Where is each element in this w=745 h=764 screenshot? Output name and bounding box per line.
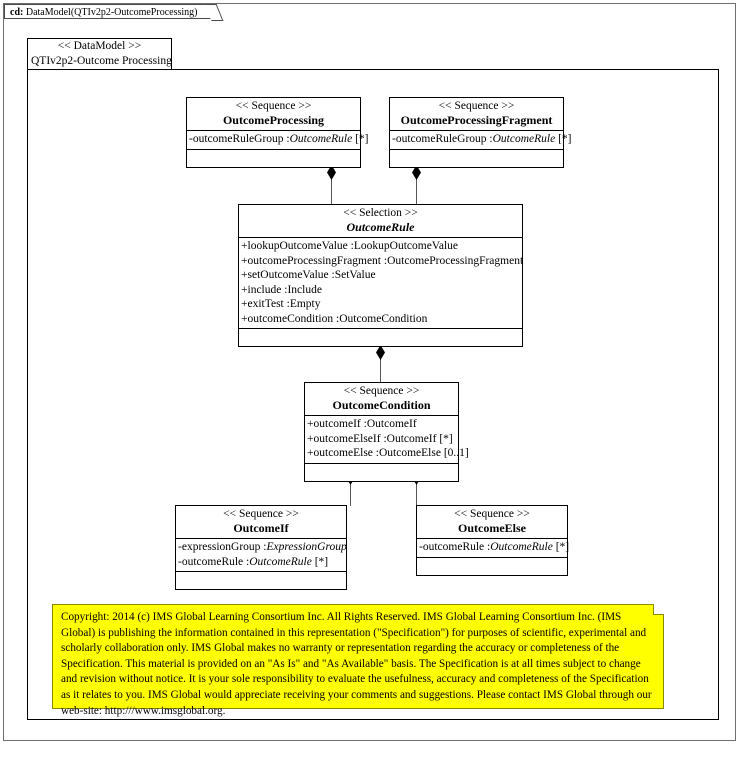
composition-diamond-outcomeprocessingfragment bbox=[412, 165, 421, 180]
class-outcome-processing[interactable]: << Sequence >> OutcomeProcessing -outcom… bbox=[186, 97, 369, 168]
package-name: QTIv2p2-Outcome Processing bbox=[31, 55, 172, 67]
connector-outcomecondition-outcomeif bbox=[350, 470, 351, 506]
note-fold-corner bbox=[653, 604, 664, 615]
composition-diamond-outcomerule bbox=[376, 345, 385, 360]
class-name: OutcomeRule bbox=[346, 220, 415, 234]
class-outcome-if[interactable]: << Sequence >> OutcomeIf -expressionGrou… bbox=[175, 505, 347, 590]
class-operations bbox=[187, 150, 360, 167]
class-name: OutcomeCondition bbox=[332, 398, 431, 412]
class-attributes: -outcomeRule :OutcomeRule [*] bbox=[417, 539, 570, 558]
class-header: << Sequence >> OutcomeProcessing bbox=[187, 98, 360, 131]
class-outcome-rule[interactable]: << Selection >> OutcomeRule +lookupOutco… bbox=[238, 204, 523, 347]
class-attribute: +exitTest :Empty bbox=[241, 298, 321, 310]
diagram-title-tab: cd: DataModel(QTIv2p2-OutcomeProcessing) bbox=[4, 4, 215, 19]
class-attribute: -outcomeRuleGroup :OutcomeRule [*] bbox=[392, 133, 572, 145]
class-stereotype: << Sequence >> bbox=[343, 385, 420, 397]
copyright-note-text: Copyright: 2014 (c) IMS Global Learning … bbox=[61, 611, 652, 717]
class-attributes: +outcomeIf :OutcomeIf +outcomeElseIf :Ou… bbox=[305, 416, 469, 464]
class-stereotype: << Sequence >> bbox=[454, 508, 530, 520]
class-attribute: +outcomeElse :OutcomeElse [0..1] bbox=[307, 447, 469, 459]
class-attribute: +outcomeElseIf :OutcomeIf [*] bbox=[307, 432, 453, 445]
class-header: << Sequence >> OutcomeElse bbox=[417, 506, 567, 539]
class-operations bbox=[390, 150, 563, 167]
class-attributes: -outcomeRuleGroup :OutcomeRule [*] bbox=[187, 131, 369, 150]
class-attribute: -outcomeRule :OutcomeRule [*] bbox=[419, 541, 570, 553]
package-stereotype: << DataModel >> bbox=[57, 40, 142, 52]
connector-outcomeprocessingfragment-outcomerule bbox=[416, 165, 417, 205]
class-name: OutcomeProcessingFragment bbox=[400, 113, 553, 127]
composition-diamond-outcomeprocessing bbox=[327, 165, 336, 180]
class-operations bbox=[417, 558, 567, 575]
class-header: << Sequence >> OutcomeCondition bbox=[305, 383, 458, 416]
class-attribute: +include :Include bbox=[241, 283, 322, 296]
connector-outcomerule-outcomecondition bbox=[380, 345, 381, 383]
class-attribute: -expressionGroup :ExpressionGroup bbox=[178, 541, 347, 553]
class-attribute: +outcomeIf :OutcomeIf bbox=[307, 418, 417, 430]
class-attribute: +outcomeCondition :OutcomeCondition bbox=[241, 312, 428, 325]
class-outcome-processing-fragment[interactable]: << Sequence >> OutcomeProcessingFragment… bbox=[389, 97, 572, 168]
class-outcome-condition[interactable]: << Sequence >> OutcomeCondition +outcome… bbox=[304, 382, 469, 482]
connector-outcomeprocessing-outcomerule bbox=[331, 165, 332, 205]
class-attribute: -outcomeRule :OutcomeRule [*] bbox=[178, 555, 329, 568]
class-name: OutcomeProcessing bbox=[222, 113, 325, 127]
class-attribute: +setOutcomeValue :SetValue bbox=[241, 269, 376, 281]
class-attribute: +lookupOutcomeValue :LookupOutcomeValue bbox=[241, 240, 458, 252]
class-attributes: +lookupOutcomeValue :LookupOutcomeValue … bbox=[239, 238, 524, 329]
class-stereotype: << Sequence >> bbox=[438, 100, 515, 112]
class-header: << Sequence >> OutcomeIf bbox=[176, 506, 346, 539]
connector-outcomecondition-outcomeelse bbox=[416, 470, 417, 506]
class-attribute: +outcomeProcessingFragment :OutcomeProce… bbox=[241, 254, 524, 267]
class-operations bbox=[176, 572, 346, 589]
class-outcome-else[interactable]: << Sequence >> OutcomeElse -outcomeRule … bbox=[416, 505, 570, 576]
class-attributes: -expressionGroup :ExpressionGroup -outco… bbox=[176, 539, 347, 572]
class-header: << Selection >> OutcomeRule bbox=[239, 205, 522, 238]
diagram-title-text: DataModel(QTIv2p2-OutcomeProcessing) bbox=[25, 7, 198, 18]
class-header: << Sequence >> OutcomeProcessingFragment bbox=[390, 98, 563, 131]
class-attributes: -outcomeRuleGroup :OutcomeRule [*] bbox=[390, 131, 572, 150]
class-stereotype: << Sequence >> bbox=[235, 100, 312, 112]
class-operations bbox=[239, 329, 522, 346]
class-stereotype: << Sequence >> bbox=[223, 508, 299, 520]
class-stereotype: << Selection >> bbox=[343, 207, 418, 219]
copyright-note: Copyright: 2014 (c) IMS Global Learning … bbox=[52, 604, 664, 717]
class-name: OutcomeElse bbox=[458, 521, 526, 535]
class-name: OutcomeIf bbox=[233, 521, 289, 535]
diagram-kind-label: cd: bbox=[10, 7, 24, 18]
class-attribute: -outcomeRuleGroup :OutcomeRule [*] bbox=[189, 133, 369, 145]
class-operations bbox=[305, 464, 458, 481]
package-header: << DataModel >> QTIv2p2-Outcome Processi… bbox=[27, 38, 172, 70]
